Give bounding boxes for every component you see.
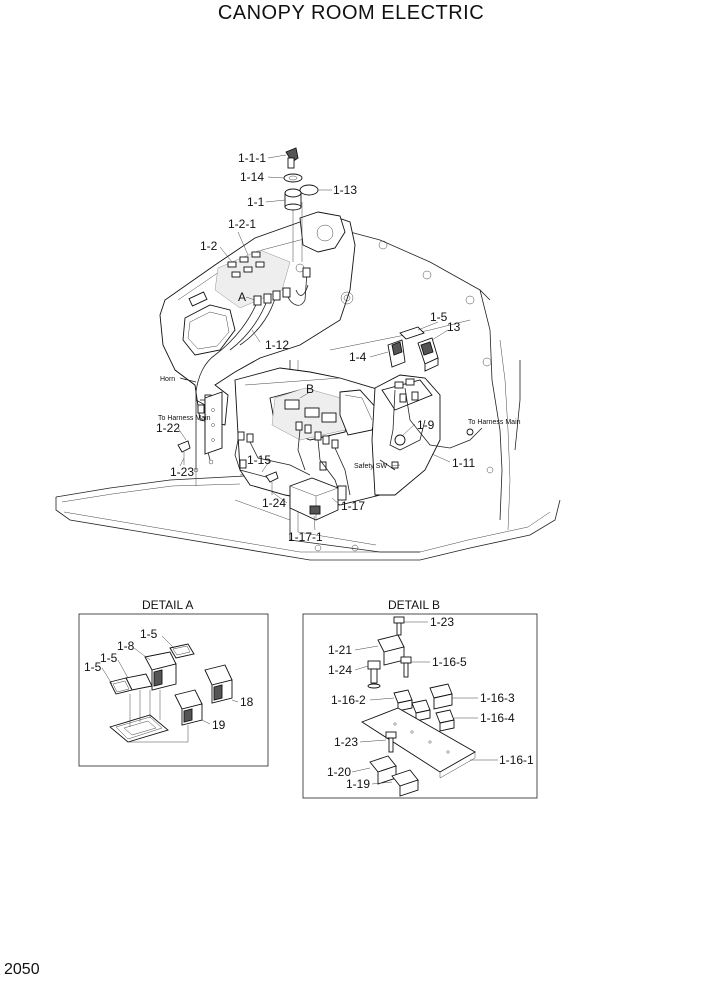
detail-a-labels: DETAIL A 1-5 1-8 1-5 1-5 18 19 xyxy=(84,598,254,732)
detail-b-label-1-20: 1-20 xyxy=(327,765,351,779)
label-13: 13 xyxy=(447,320,461,334)
label-1-22: 1-22 xyxy=(156,421,180,435)
detail-a-label-18: 18 xyxy=(240,695,254,709)
rocker-switches xyxy=(387,326,439,372)
detail-a-label-1-5-left: 1-5 xyxy=(84,660,102,674)
detail-b-label-1-21: 1-21 xyxy=(328,643,352,657)
detail-b-label-1-16-2: 1-16-2 xyxy=(331,693,366,707)
detail-a-label-1-5-mid: 1-5 xyxy=(100,651,118,665)
detail-b-label-1-24: 1-24 xyxy=(328,663,352,677)
detail-b xyxy=(302,613,538,799)
detail-b-label-1-16-5: 1-16-5 xyxy=(432,655,467,669)
detail-b-label-1-23-bot: 1-23 xyxy=(334,735,358,749)
leader-lines xyxy=(177,154,451,531)
label-1-12: 1-12 xyxy=(265,338,289,352)
label-1-5: 1-5 xyxy=(430,310,448,324)
detail-b-label-1-16-3: 1-16-3 xyxy=(480,691,515,705)
note-to-harness-main-right: To Harness Main xyxy=(468,419,521,426)
detail-b-label-1-23-top: 1-23 xyxy=(430,615,454,629)
detail-b-label-1-16-1: 1-16-1 xyxy=(499,753,534,767)
label-1-1-1: 1-1-1 xyxy=(238,151,266,165)
page-number: 2050 xyxy=(4,961,40,978)
detail-b-label-1-16-4: 1-16-4 xyxy=(480,711,515,725)
main-assembly xyxy=(55,147,561,561)
detail-a-title: DETAIL A xyxy=(142,598,193,612)
center-box xyxy=(234,367,386,521)
label-1-13: 1-13 xyxy=(333,183,357,197)
label-1-2-1: 1-2-1 xyxy=(228,217,256,231)
label-1-1: 1-1 xyxy=(247,195,265,209)
label-1-11: 1-11 xyxy=(452,456,475,470)
label-1-4: 1-4 xyxy=(349,350,367,364)
label-1-2: 1-2 xyxy=(200,239,218,253)
label-1-15: 1-15 xyxy=(247,453,271,467)
detail-b-labels: DETAIL B 1-23 1-21 1-16-5 1-24 1-16-3 1-… xyxy=(327,598,534,791)
label-1-24: 1-24 xyxy=(262,496,286,510)
bracket-plate xyxy=(177,391,223,465)
note-horn: Horn xyxy=(160,376,175,383)
label-b: B xyxy=(306,382,314,396)
key-switch-assembly xyxy=(283,147,319,262)
right-console xyxy=(371,374,483,496)
label-1-23: 1-23 xyxy=(170,465,194,479)
detail-a-label-1-8: 1-8 xyxy=(117,639,135,653)
detail-a-label-1-5-top: 1-5 xyxy=(140,627,158,641)
label-1-17-1: 1-17-1 xyxy=(288,530,323,544)
note-safety-sw: Safety SW xyxy=(354,463,387,470)
main-labels: 1-1-1 1-14 1-13 1-1 1-2-1 1-2 A 1-5 13 1… xyxy=(156,151,521,544)
label-1-14: 1-14 xyxy=(240,170,264,184)
detail-a xyxy=(78,613,269,767)
label-a: A xyxy=(238,290,246,304)
detail-a-label-19: 19 xyxy=(212,718,226,732)
page-title: CANOPY ROOM ELECTRIC xyxy=(217,2,485,24)
detail-b-label-1-19: 1-19 xyxy=(346,777,370,791)
note-to-harness-main-left: To Harness Main xyxy=(158,415,211,422)
label-1-17: 1-17 xyxy=(341,499,365,513)
label-1-9: 1-9 xyxy=(417,418,435,432)
detail-b-title: DETAIL B xyxy=(388,598,440,612)
